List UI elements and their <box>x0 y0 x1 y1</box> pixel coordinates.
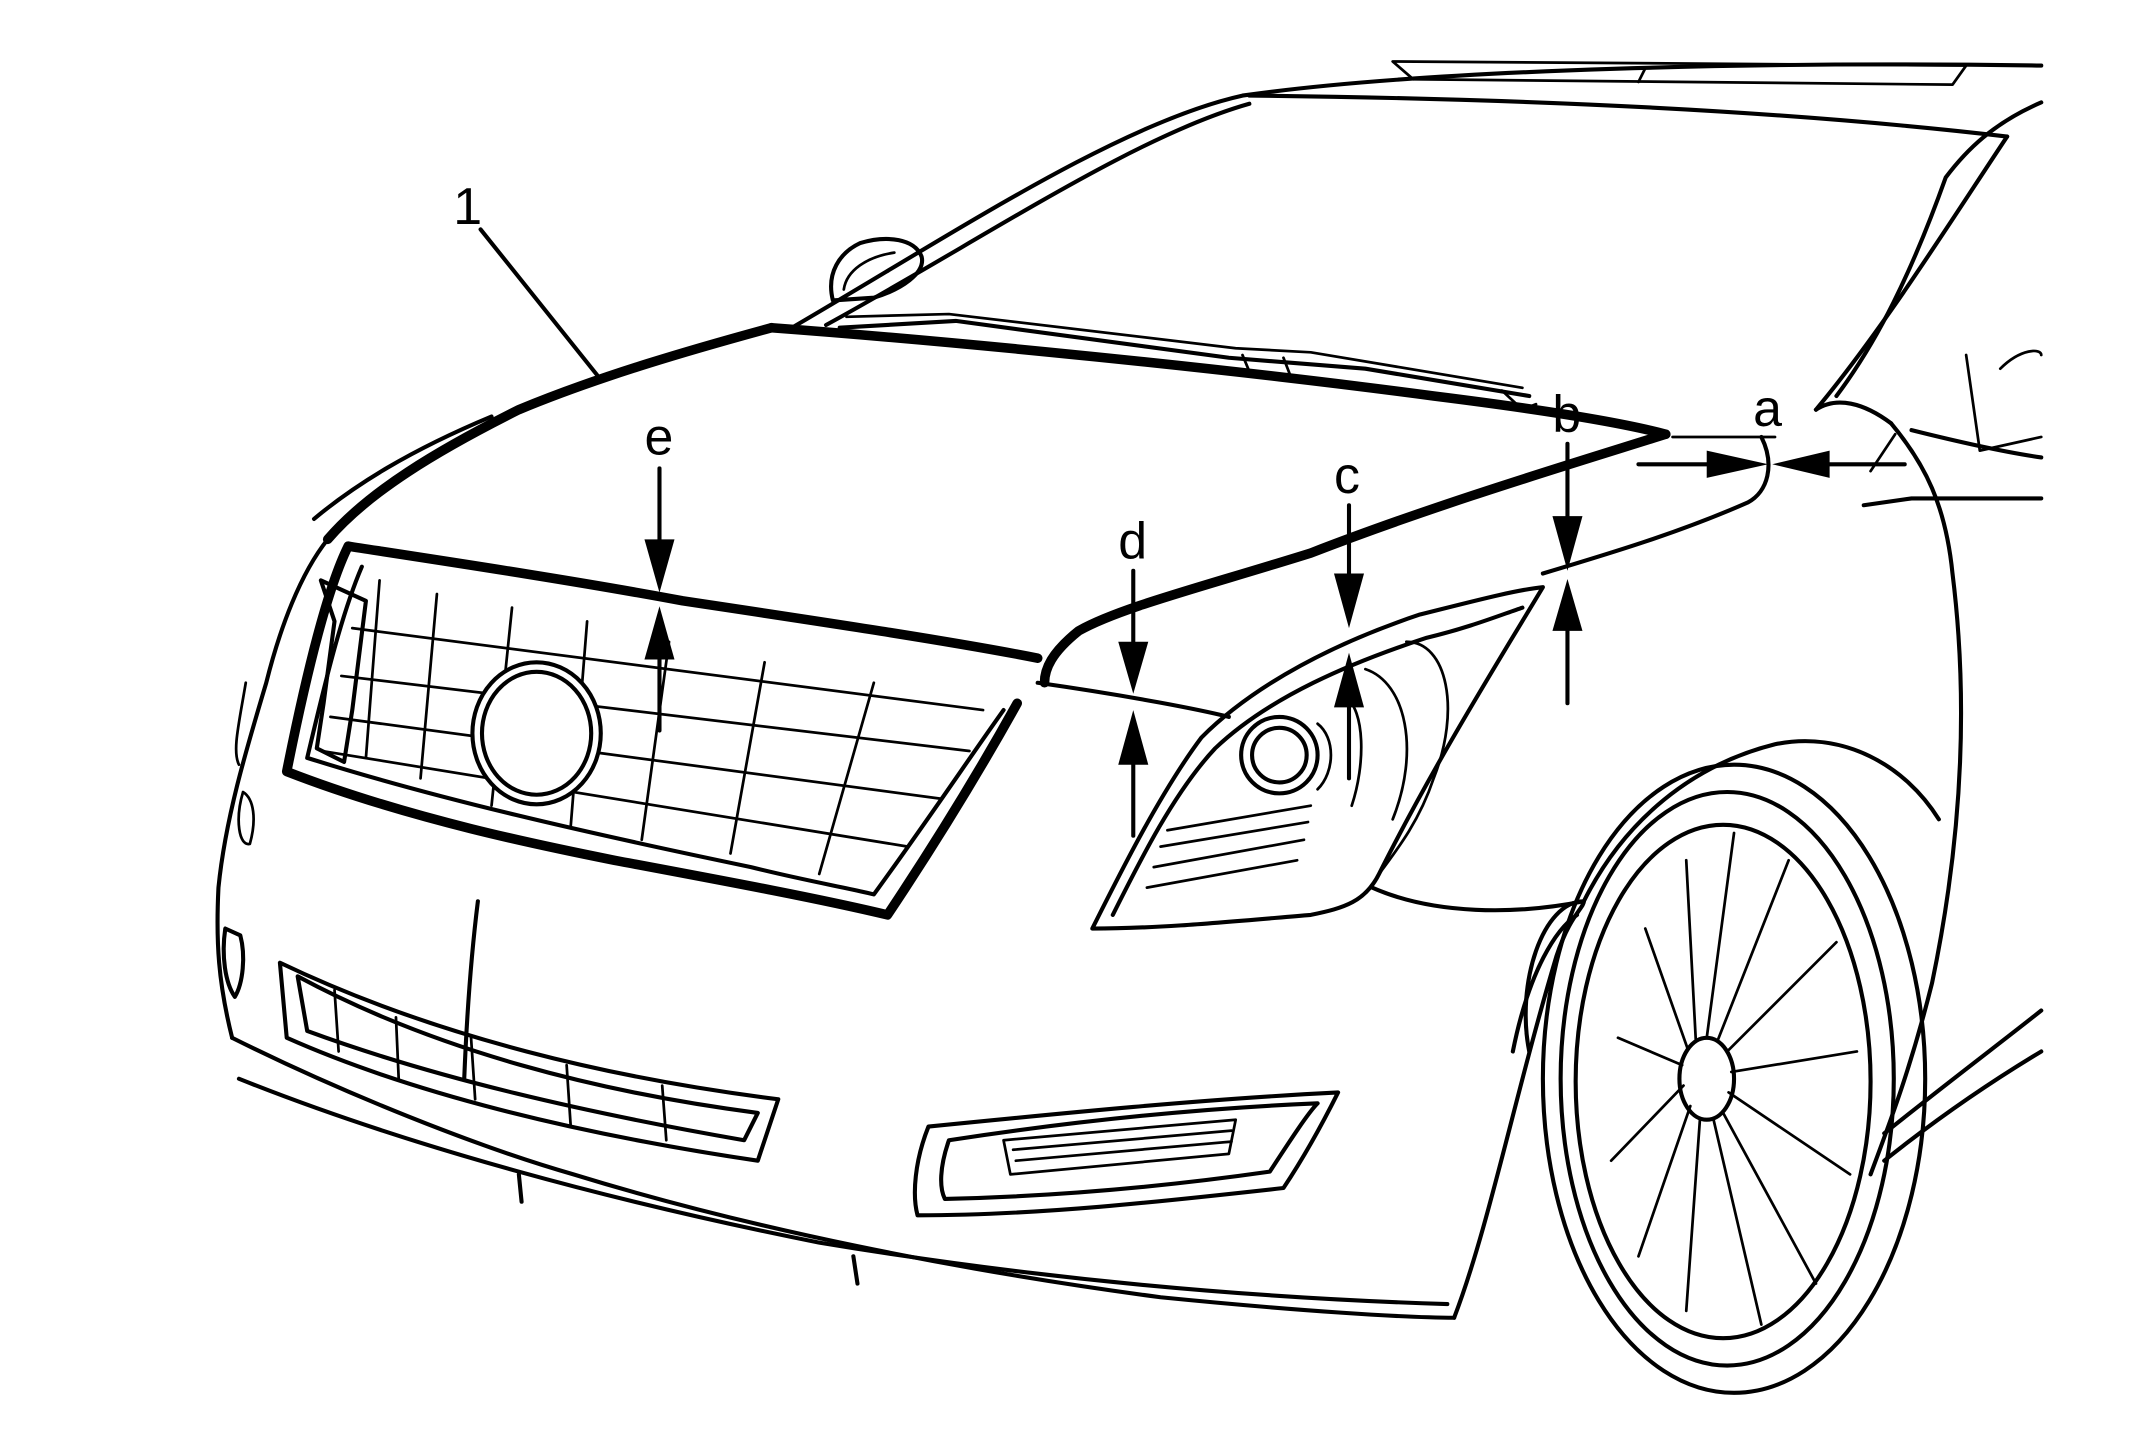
lower-grille <box>277 960 781 1163</box>
gap-label-d: d <box>1118 511 1147 569</box>
side-mirror <box>829 236 925 303</box>
front-bumper <box>215 537 1586 1320</box>
front-wheel <box>1510 762 1928 1395</box>
wheel-hub <box>1677 1035 1737 1122</box>
gap-label-e: e <box>644 408 673 466</box>
callout-1-leader <box>478 227 603 382</box>
grille <box>281 541 1022 920</box>
callout-1-label: 1 <box>453 177 482 235</box>
brand-emblem <box>470 660 603 807</box>
gap-arrows <box>644 432 1907 838</box>
fog-lamp-bezel <box>912 1090 1341 1218</box>
headlamp <box>1090 585 1545 931</box>
gap-label-a: a <box>1753 379 1782 437</box>
gap-label-c: c <box>1334 446 1360 504</box>
wipers <box>837 312 1538 412</box>
roof-and-windshield <box>789 60 2044 426</box>
fender-and-body <box>1370 349 2044 1177</box>
hood <box>311 322 1777 688</box>
gap-label-b: b <box>1552 385 1581 443</box>
